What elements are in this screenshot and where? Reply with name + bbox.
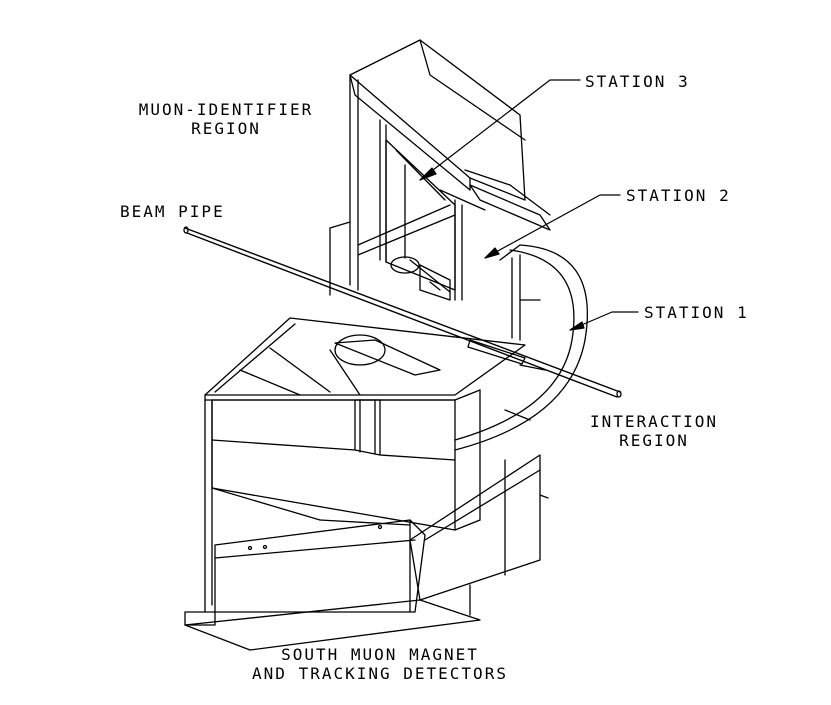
lower-magnet-body [184, 317, 549, 651]
interaction-line2: REGION [619, 431, 689, 450]
muon-identifier-frame [329, 39, 551, 341]
station-3-label: STATION 3 [585, 72, 690, 91]
station-1-label: STATION 1 [644, 303, 749, 322]
leader-lines [419, 79, 639, 331]
caption-line1: SOUTH MUON MAGNET [281, 645, 479, 664]
interaction-line1: INTERACTION [590, 412, 718, 431]
caption-line2: AND TRACKING DETECTORS [252, 664, 508, 683]
figure-caption: SOUTH MUON MAGNET AND TRACKING DETECTORS [190, 645, 570, 683]
beam-pipe [183, 226, 622, 398]
interaction-region-label: INTERACTION REGION [566, 412, 742, 450]
beam-pipe-label: BEAM PIPE [120, 202, 225, 221]
station-1-disc [454, 244, 589, 451]
muon-identifier-label: MUON-IDENTIFIER REGION [110, 100, 342, 138]
station-2-label: STATION 2 [626, 186, 731, 205]
muon-identifier-line2: REGION [191, 119, 261, 138]
muon-identifier-line1: MUON-IDENTIFIER [138, 100, 314, 119]
